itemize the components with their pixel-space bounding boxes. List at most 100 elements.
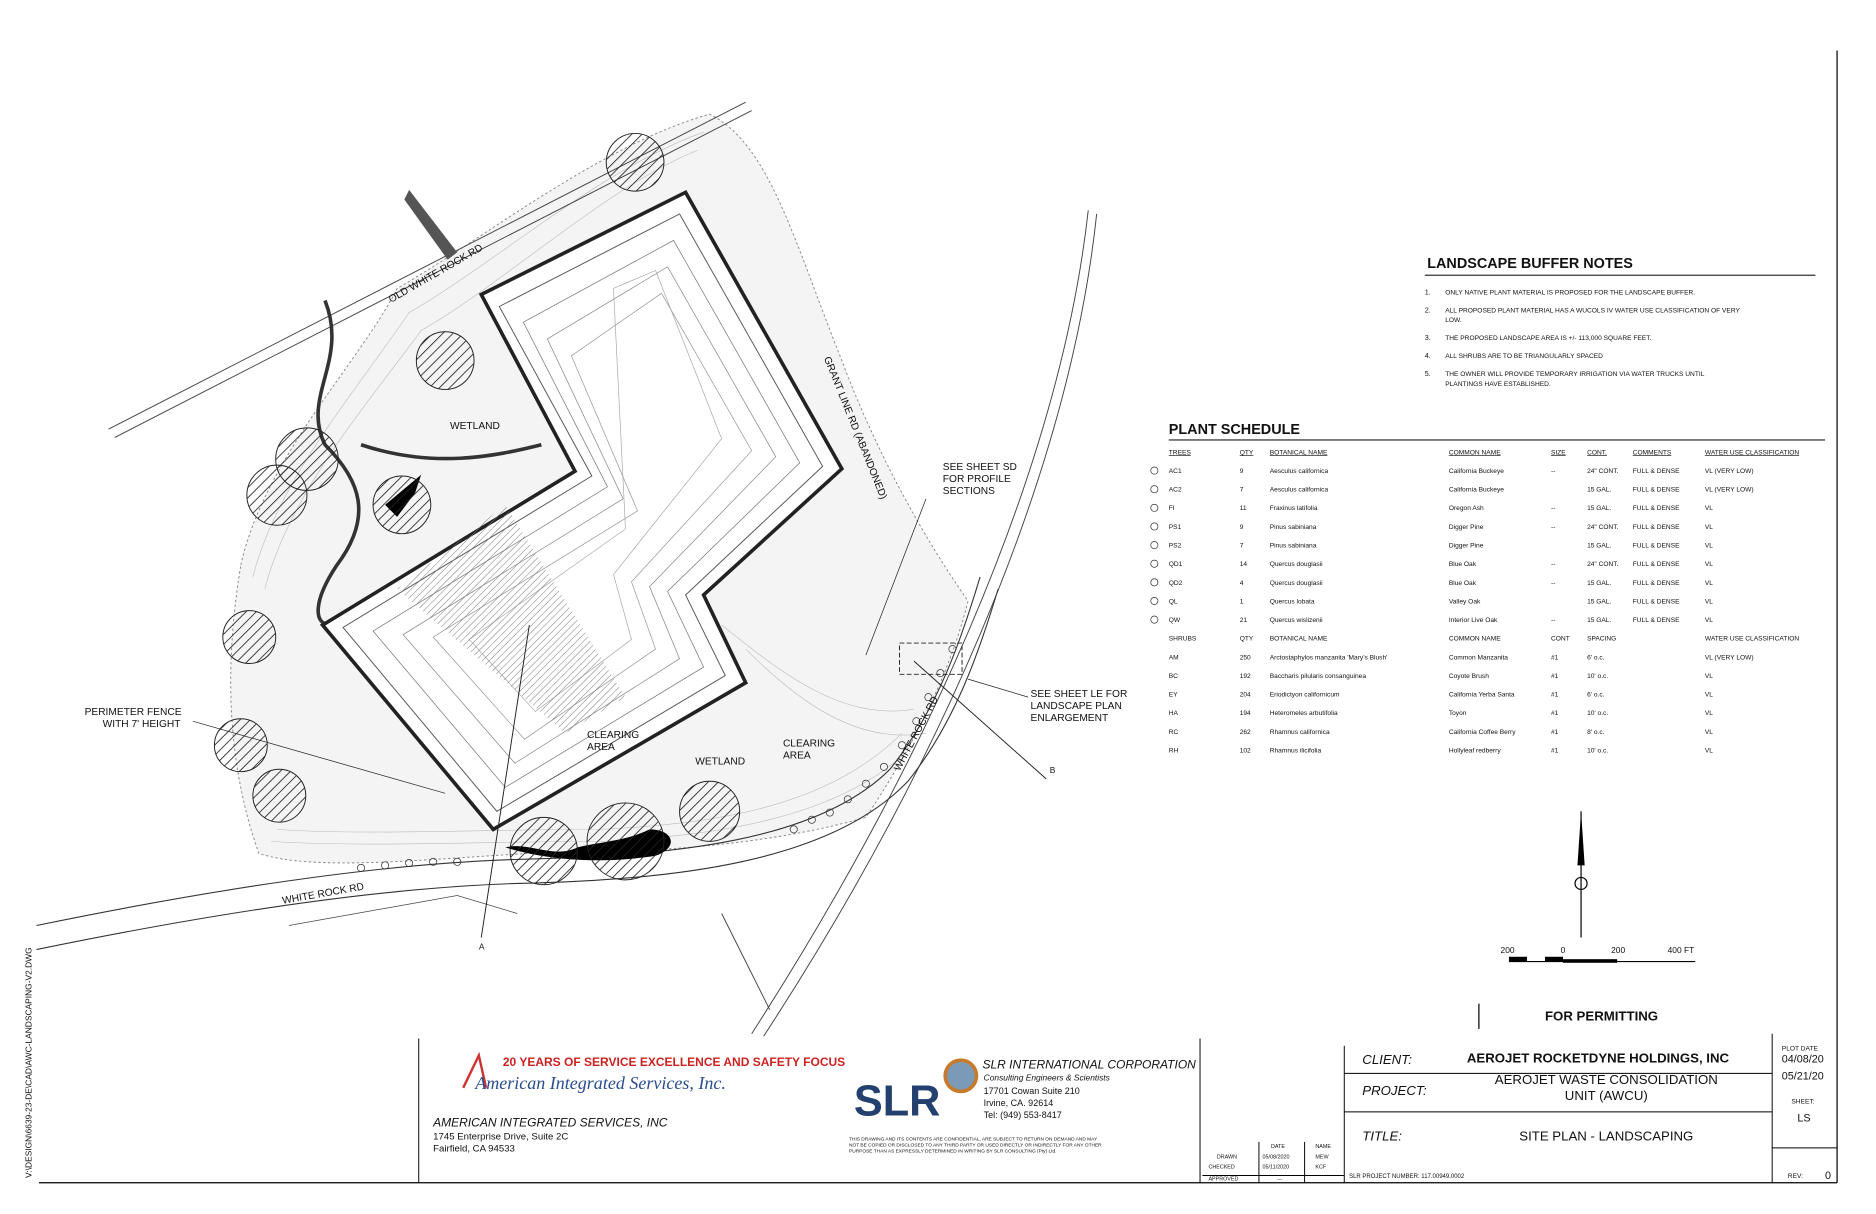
note-number: 5. [1425,369,1431,378]
plot-date-2: 05/21/20 [1782,1070,1824,1082]
plot-date-label: PLOT DATE [1782,1046,1819,1053]
svg-text:LANDSCAPE BUFFER NOTES: LANDSCAPE BUFFER NOTES [1427,256,1633,272]
ais-address-1: 1745 Enterprise Drive, Suite 2C [433,1131,568,1142]
schedule-cell: AC1 [1169,468,1182,475]
schedule-cell: Baccharis pilularis consanguinea [1270,673,1367,680]
section-marker-a: A [479,942,485,952]
label-wetland-south: WETLAND [695,756,745,767]
schedule-header: CONT. [1587,449,1607,456]
schedule-cell: Hollyleaf redberry [1449,747,1501,754]
tree-symbol-icon [1150,578,1159,587]
sheet-label: SHEET: [1791,1098,1814,1105]
svg-text:DRAWN: DRAWN [1217,1155,1237,1161]
schedule-cell: 15 GAL. [1587,580,1611,587]
schedule-cell: 21 [1240,617,1248,624]
schedule-cell: VL [1705,505,1713,512]
svg-text:DATE: DATE [1271,1144,1285,1150]
tree-symbol-icon [1150,559,1159,568]
schedule-cell: Blue Oak [1449,580,1477,587]
project-label: PROJECT: [1362,1083,1427,1098]
schedule-cell: 1 [1240,598,1244,605]
schedule-header: SIZE [1551,449,1566,456]
schedule-header: SPACING [1587,636,1616,643]
schedule-cell: QL [1169,598,1178,605]
schedule-cell: VL [1705,524,1713,531]
schedule-cell: 102 [1240,747,1251,754]
svg-text:APPROVED: APPROVED [1208,1176,1238,1182]
svg-text:NAME: NAME [1315,1144,1331,1150]
schedule-cell: BC [1169,673,1178,680]
schedule-cell: 15 GAL. [1587,543,1611,550]
tree-symbol-icon [1150,522,1159,531]
for-permitting-stamp: FOR PERMITTING [1545,1008,1658,1023]
svg-text:0: 0 [1561,945,1566,955]
tree-symbol-icon [1150,615,1159,624]
schedule-cell: 250 [1240,654,1251,661]
schedule-cell: FULL & DENSE [1633,487,1680,494]
schedule-cell: VL [1705,543,1713,550]
slr-address-2: Irvine, CA. 92614 [984,1098,1054,1108]
schedule-cell: 24" CONT. [1587,561,1619,568]
schedule-cell: FULL & DENSE [1633,580,1680,587]
schedule-cell: 10' o.c. [1587,710,1608,717]
schedule-cell: RH [1169,747,1179,754]
schedule-cell: FULL & DENSE [1633,505,1680,512]
tree-symbol-icon [1150,485,1159,494]
ais-logo: 20 YEARS OF SERVICE EXCELLENCE AND SAFET… [462,1051,845,1093]
schedule-cell: RC [1169,729,1179,736]
schedule-cell: 204 [1240,692,1251,699]
note-number: 1. [1425,287,1431,296]
schedule-cell: QD2 [1169,580,1183,587]
schedule-cell: FULL & DENSE [1633,617,1680,624]
note-text: THE OWNER WILL PROVIDE TEMPORARY IRRIGAT… [1445,371,1704,378]
schedule-cell: VL [1705,692,1713,699]
schedule-cell: Aesculus californica [1270,468,1329,475]
schedule-header: TREES [1169,449,1192,456]
svg-text:05/11/2020: 05/11/2020 [1263,1164,1290,1170]
schedule-cell: 9 [1240,524,1244,531]
schedule-cell: 15 GAL. [1587,487,1611,494]
schedule-cell: #1 [1551,673,1559,680]
schedule-cell: VL [1705,617,1713,624]
slr-subtitle: Consulting Engineers & Scientists [984,1073,1111,1083]
schedule-cell: 6' o.c. [1587,692,1605,699]
section-marker-b: B [1050,765,1056,775]
schedule-cell: VL (VERY LOW) [1705,468,1754,475]
schedule-cell: VL [1705,747,1713,754]
schedule-cell: Coyote Brush [1449,673,1489,680]
schedule-cell: -- [1551,468,1555,475]
schedule-header: QTY [1240,636,1254,643]
svg-text:PLANT SCHEDULE: PLANT SCHEDULE [1169,422,1301,438]
svg-text:KCF: KCF [1315,1164,1326,1170]
svg-text:SLR: SLR [854,1077,941,1125]
schedule-cell: 24" CONT. [1587,524,1619,531]
schedule-header: BOTANICAL NAME [1270,449,1328,456]
tree-symbols [213,132,741,886]
schedule-header: CONT [1551,636,1570,643]
schedule-cell: Interior Live Oak [1449,617,1498,624]
schedule-cell: California Buckeye [1449,487,1504,494]
schedule-cell: Pinus sabiniana [1270,543,1317,550]
title-block [418,1033,1838,1183]
schedule-cell: FULL & DENSE [1633,524,1680,531]
schedule-cell: 192 [1240,673,1251,680]
schedule-header: COMMON NAME [1449,636,1501,643]
schedule-cell: FI [1169,505,1175,512]
tree-symbol-icon [1150,466,1159,475]
svg-text:American Integrated Services,: American Integrated Services, Inc. [474,1073,726,1093]
schedule-cell: #1 [1551,729,1559,736]
landscape-buffer-notes: LANDSCAPE BUFFER NOTES 1.ONLY NATIVE PLA… [1424,256,1816,388]
schedule-cell: 24" CONT. [1587,468,1619,475]
scale-bar: 200 0 200 400 FT [1501,945,1696,963]
schedule-header: WATER USE CLASSIFICATION [1705,449,1799,456]
schedule-cell: VL [1705,561,1713,568]
schedule-cell: 9 [1240,468,1244,475]
schedule-cell: 7 [1240,487,1244,494]
schedule-cell: #1 [1551,710,1559,717]
